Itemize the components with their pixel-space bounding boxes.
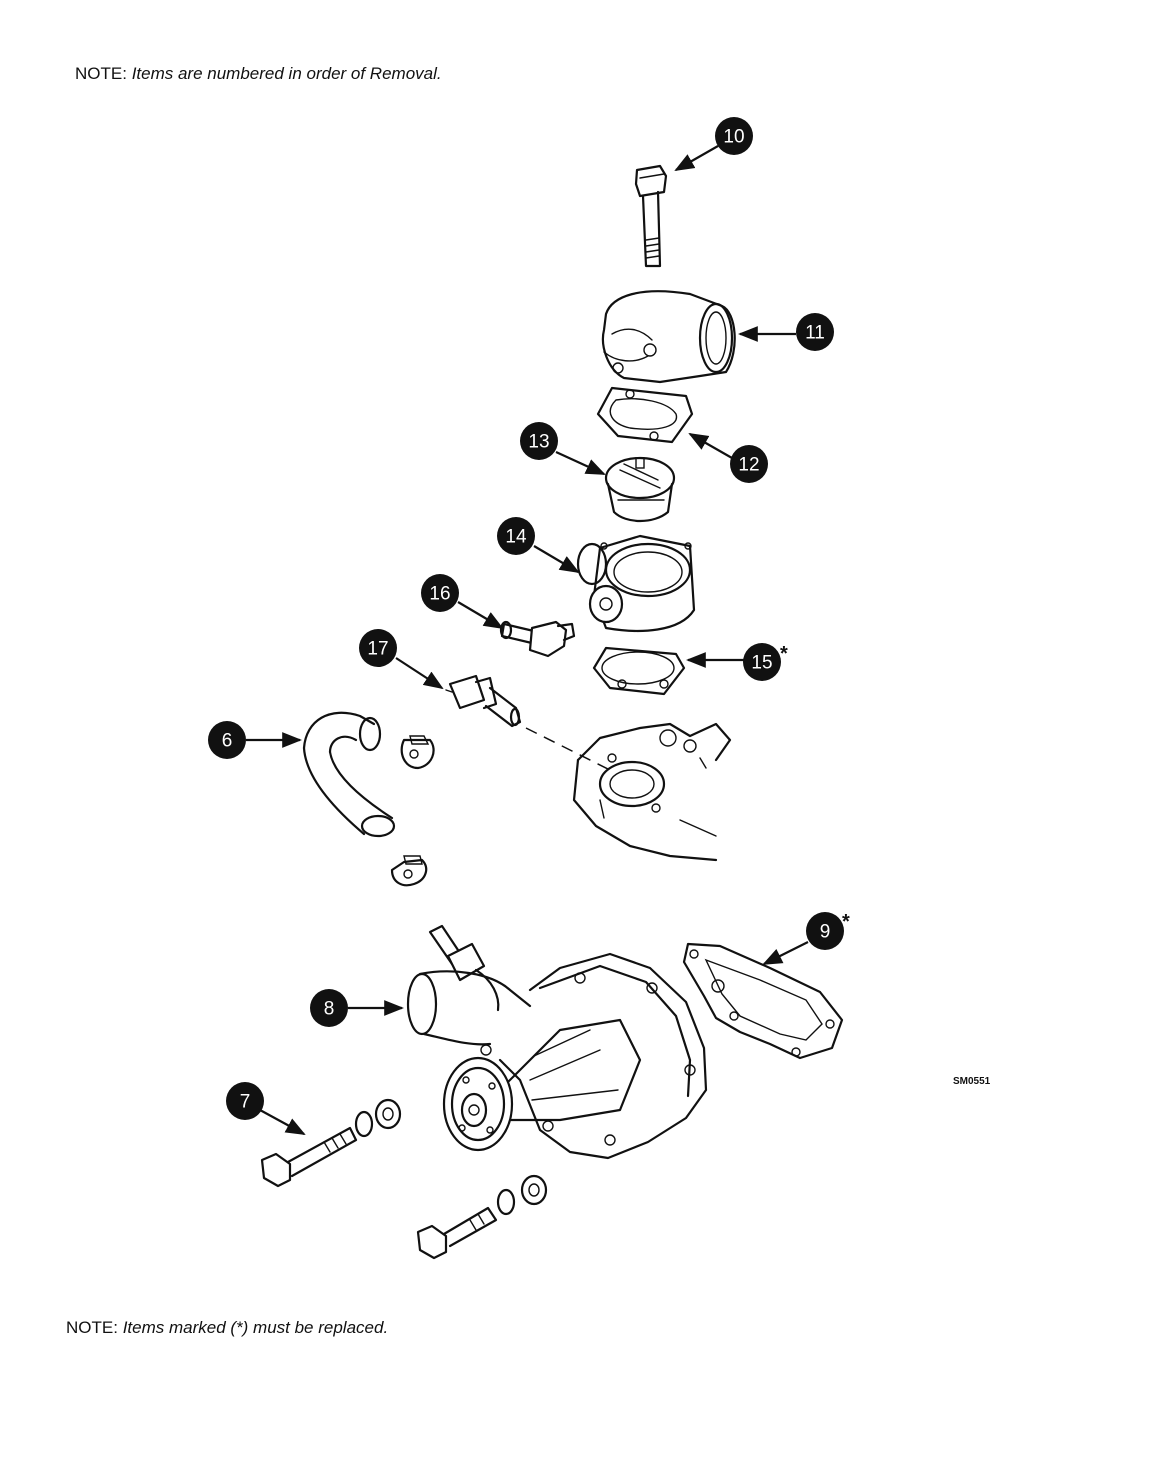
callout-13: 13 xyxy=(520,422,558,460)
callout-7: 7 xyxy=(226,1082,264,1120)
callout-12-number: 12 xyxy=(738,455,759,476)
note-bottom-text: Items marked (*) must be replaced. xyxy=(123,1318,388,1337)
callout-7-number: 7 xyxy=(240,1092,251,1113)
part-temperature-sender-17 xyxy=(446,676,520,726)
hose-clamp-lower xyxy=(392,856,426,885)
callout-16: 16 xyxy=(421,574,459,612)
callout-12: 12 xyxy=(730,445,768,483)
part-outlet-elbow-11 xyxy=(603,291,735,382)
part-gasket-12 xyxy=(598,388,692,442)
callout-6-number: 6 xyxy=(222,731,233,752)
callout-14: 14 xyxy=(497,517,535,555)
part-gasket-9 xyxy=(684,944,842,1058)
callout-14-number: 14 xyxy=(505,527,527,548)
callout-8: 8 xyxy=(310,989,348,1027)
callout-16-number: 16 xyxy=(429,584,450,605)
part-bolt-10 xyxy=(636,166,666,266)
callout-17: 17 xyxy=(359,629,397,667)
part-bolt-7-lower xyxy=(418,1208,496,1258)
callout-15-number: 15 xyxy=(751,653,772,674)
callout-10-number: 10 xyxy=(723,127,744,148)
figure-reference: SM0551 xyxy=(953,1076,991,1087)
callout-6: 6 xyxy=(208,721,246,759)
part-bolt-16 xyxy=(501,622,574,656)
part-thermostat-housing-14 xyxy=(578,536,694,631)
callout-10: 10 xyxy=(715,117,753,155)
callout-11: 11 xyxy=(796,313,834,351)
callout-9: 9 * xyxy=(806,911,850,950)
callout-11-number: 11 xyxy=(805,323,825,344)
callout-15-star: * xyxy=(780,643,788,665)
note-bottom: NOTE: Items marked (*) must be replaced. xyxy=(66,1318,388,1338)
callout-17-number: 17 xyxy=(367,639,388,660)
engine-block xyxy=(574,724,730,860)
callout-13-number: 13 xyxy=(528,432,549,453)
washer-7-lower xyxy=(498,1176,546,1214)
callout-15: 15 * xyxy=(743,643,788,681)
part-gasket-15 xyxy=(594,648,684,694)
part-hose-6 xyxy=(304,713,394,836)
part-bolt-7-upper xyxy=(262,1128,356,1186)
hose-clamp-upper xyxy=(402,736,434,768)
note-bottom-label: NOTE: xyxy=(66,1318,118,1337)
part-thermostat-13 xyxy=(606,458,674,521)
install-line xyxy=(526,728,610,770)
part-water-pump-8 xyxy=(408,926,706,1158)
callout-8-number: 8 xyxy=(324,999,335,1020)
callout-9-star: * xyxy=(842,911,850,933)
washer-7-upper xyxy=(356,1100,400,1136)
callout-9-number: 9 xyxy=(820,922,831,943)
